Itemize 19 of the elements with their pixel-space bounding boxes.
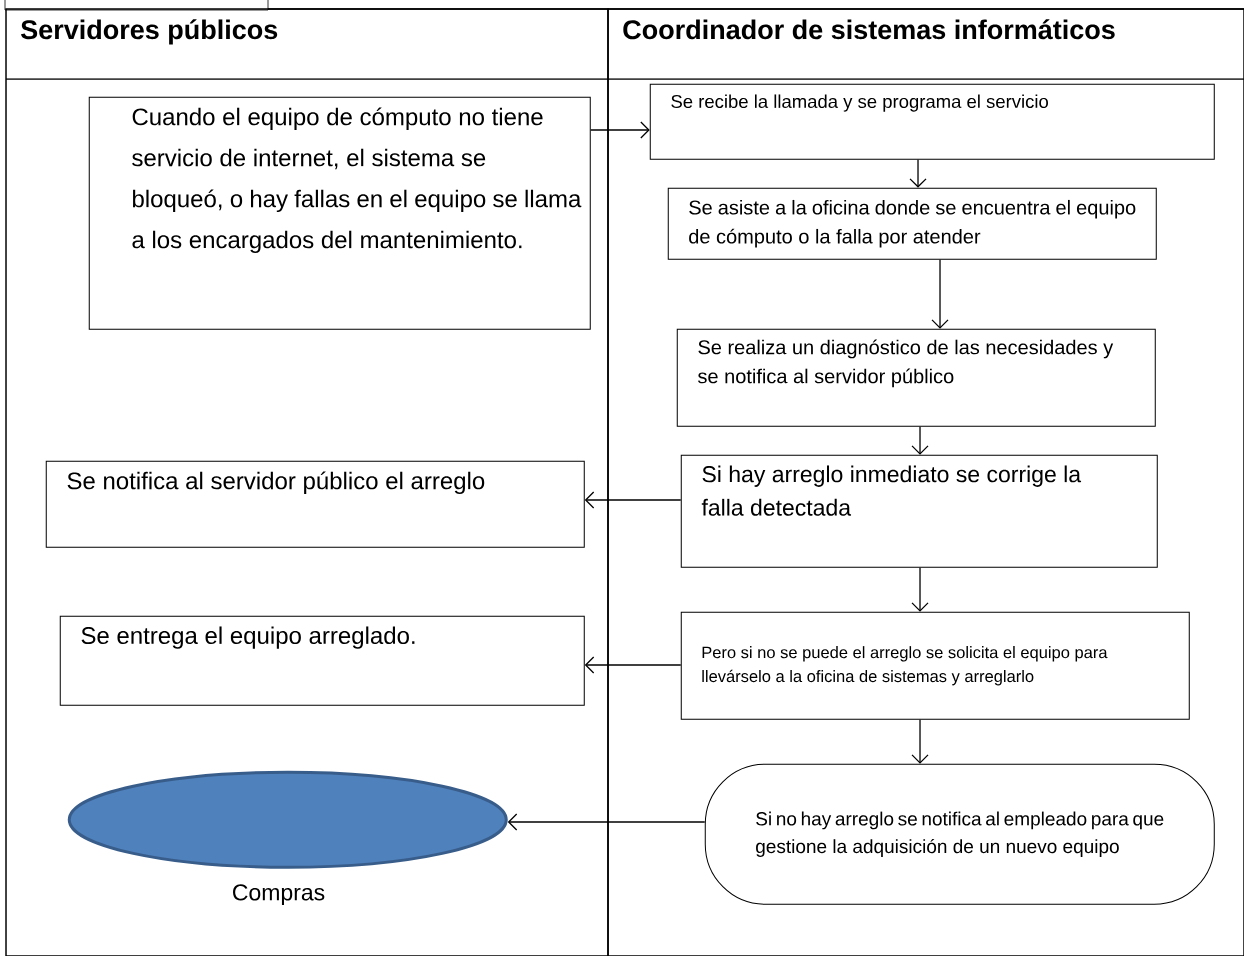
arrow xyxy=(911,719,929,764)
process-box: Cuando el equipo de cómputo no tiene servicio de internet, el sistema se bloqueó, o hay fallas en el equipo se llama a los encargados del mantenimiento. xyxy=(88,96,591,330)
process-box: Se notifica al servidor público el arreglo xyxy=(45,460,585,548)
caption-text: Compras xyxy=(233,884,325,906)
arrow xyxy=(931,259,949,329)
process-box: Se recibe la llamada y se programa el servicio xyxy=(649,83,1215,160)
process-box: Se asiste a la oficina donde se encuentra el equipo de cómputo o la falla por atender xyxy=(667,187,1157,260)
arrow xyxy=(590,121,650,139)
process-box: Se entrega el equipo arreglado. xyxy=(59,615,585,706)
arrow xyxy=(584,656,682,674)
ellipse-shape xyxy=(67,770,508,869)
arrow xyxy=(909,159,927,188)
arrow xyxy=(507,813,706,831)
arrow xyxy=(911,426,929,455)
arrow xyxy=(911,567,929,612)
process-box: Si hay arreglo inmediato se corrige la falla detectada xyxy=(680,454,1158,568)
arrow xyxy=(584,491,682,509)
process-box: Pero si no se puede el arreglo se solicita el equipo para llevárselo a la oficina de sistemas y arreglarlo xyxy=(680,611,1190,720)
process-box: Se realiza un diagnóstico de las necesidades y se notifica al servidor público xyxy=(676,328,1156,427)
